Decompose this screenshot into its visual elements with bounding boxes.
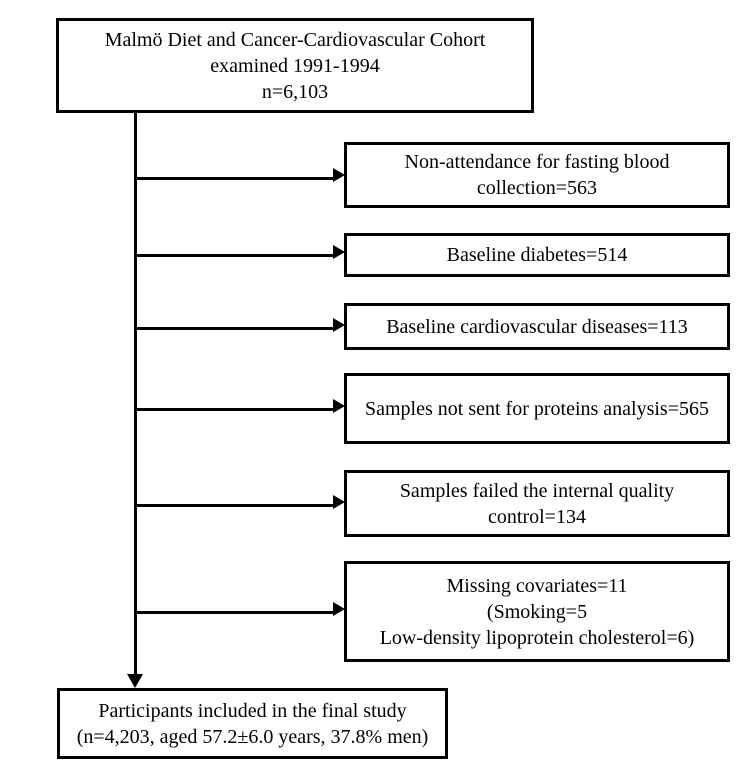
exclusion-text-line: (Smoking=5 [486, 600, 588, 623]
trunk-line [134, 112, 137, 674]
exclusion-box-baseline-diabetes: Baseline diabetes=514 [344, 233, 730, 277]
branch-arrow-line [135, 327, 333, 330]
exclusion-box-missing-covariates: Missing covariates=11 (Smoking=5 Low-den… [344, 561, 730, 662]
exclusion-text-line: collection=563 [476, 177, 598, 199]
cohort-box: Malmö Diet and Cancer-Cardiovascular Coh… [56, 18, 534, 113]
branch-arrow-line [135, 611, 333, 614]
cohort-box-line: Malmö Diet and Cancer-Cardiovascular Coh… [104, 28, 486, 51]
exclusion-text-line: Low-density lipoprotein cholesterol=6) [379, 626, 695, 649]
exclusion-box-non-attendance: Non-attendance for fasting blood collect… [344, 142, 730, 208]
exclusion-text-line: Samples not sent for proteins analysis=5… [364, 397, 709, 420]
right-arrowhead-icon [333, 602, 345, 616]
final-box-line: (n=4,203, aged 57.2±6.0 years, 37.8% men… [76, 725, 429, 748]
exclusion-box-baseline-cvd: Baseline cardiovascular diseases=113 [344, 303, 730, 350]
right-arrowhead-icon [333, 399, 345, 413]
final-study-box: Participants included in the final study… [57, 688, 448, 759]
exclusion-text-line: Samples failed the internal quality [399, 479, 675, 502]
exclusion-text-line: Non-attendance for fasting blood [404, 151, 670, 173]
exclusion-text-line: Baseline cardiovascular diseases=113 [386, 315, 688, 338]
right-arrowhead-icon [333, 495, 345, 509]
down-arrowhead-icon [127, 674, 143, 688]
right-arrowhead-icon [333, 168, 345, 182]
exclusion-text-line: Baseline diabetes=514 [446, 244, 628, 266]
exclusion-text-line: Missing covariates=11 [446, 574, 628, 597]
cohort-box-line: n=6,103 [261, 80, 329, 103]
exclusion-text-line: control=134 [488, 505, 586, 528]
exclusion-box-quality-control: Samples failed the internal quality cont… [344, 470, 730, 537]
branch-arrow-line [135, 254, 333, 257]
right-arrowhead-icon [333, 318, 345, 332]
branch-arrow-line [135, 408, 333, 411]
exclusion-box-samples-not-sent: Samples not sent for proteins analysis=5… [344, 373, 730, 444]
cohort-box-line: examined 1991-1994 [210, 54, 380, 77]
branch-arrow-line [135, 504, 333, 507]
branch-arrow-line [135, 177, 333, 180]
right-arrowhead-icon [333, 245, 345, 259]
final-box-line: Participants included in the final study [98, 699, 407, 722]
